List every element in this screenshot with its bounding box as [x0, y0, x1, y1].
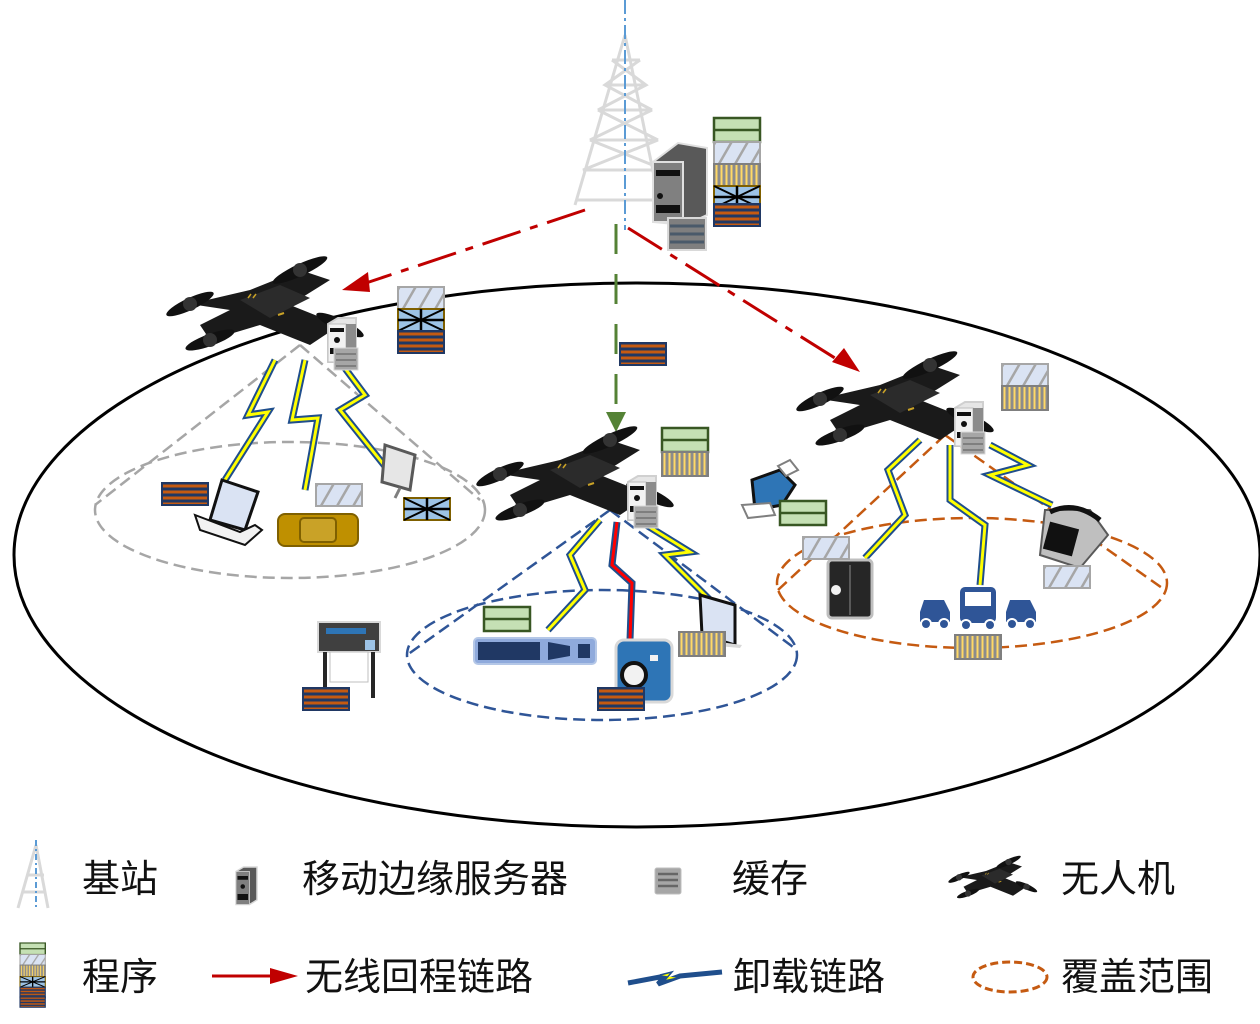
vehicles-device [920, 587, 1036, 631]
backhaul-link-left [359, 208, 586, 287]
monitor-program [678, 631, 726, 657]
base-station-server [652, 141, 708, 251]
backhaul-arrowhead-left [342, 272, 370, 292]
legend-label-cache: 缓存 [732, 857, 809, 901]
legend [16, 840, 1049, 1008]
coverage-area-left [93, 440, 487, 580]
base-station-icon [16, 840, 50, 910]
uav-left-edge-server [327, 317, 359, 371]
fax-printer-program [778, 499, 828, 527]
uav-right-edge-server [954, 401, 986, 455]
laptop-device [193, 478, 264, 547]
video-camera-program [802, 536, 850, 560]
uav-center-edge-server [627, 475, 659, 529]
cache-icon [654, 867, 682, 895]
projector-device [380, 442, 417, 499]
backhaul-link-right [627, 226, 847, 367]
projector-program [402, 496, 452, 522]
transferred-program-block [619, 342, 667, 366]
legend-label-edge-server: 移动边缘服务器 [302, 857, 569, 901]
coverage-icon [971, 960, 1049, 994]
plotter-device [317, 621, 381, 698]
laptop-program [161, 482, 209, 506]
legend-label-base-station: 基站 [82, 857, 159, 901]
coverage-area-center [405, 588, 799, 722]
legend-label-uav: 无人机 [1061, 857, 1176, 901]
offload-link-icon [627, 969, 723, 987]
base-station-program-stack [712, 116, 762, 227]
car-device [277, 513, 359, 547]
edge-server-icon [235, 866, 258, 906]
program-icon [19, 942, 46, 1008]
uav-left-program-stack [396, 286, 446, 354]
legend-label-program: 程序 [82, 955, 159, 999]
wireless-backhaul-icon [212, 968, 298, 984]
uav-right-program-stack [1001, 363, 1049, 411]
legend-label-offload-link: 卸载链路 [733, 955, 886, 999]
telephone-device [1038, 505, 1110, 570]
legend-label-wireless-backhaul: 无线回程链路 [305, 955, 534, 999]
plotter-program [302, 687, 350, 711]
telephone-program [1043, 565, 1091, 589]
wireless-backhaul-links [359, 208, 847, 367]
scanner-program [482, 605, 532, 633]
backhaul-arrowhead-right [832, 348, 860, 372]
camera-program [597, 687, 645, 711]
vehicles-program [954, 634, 1002, 660]
camera-device [614, 638, 674, 704]
fax-printer-device [740, 458, 800, 520]
video-camera-device [826, 558, 874, 620]
scanner-device [473, 637, 597, 665]
car-program [315, 483, 363, 507]
uav-left-cluster [93, 250, 487, 580]
legend-label-coverage: 覆盖范围 [1061, 955, 1214, 999]
base-station [573, 0, 670, 230]
uav-center-cluster [405, 420, 799, 722]
downlink-arrowhead [606, 412, 626, 432]
uav-right-cluster [775, 345, 1169, 660]
uav-icon [946, 853, 1039, 901]
network-boundary [12, 281, 1260, 829]
uav-center-program-stack [660, 426, 710, 477]
